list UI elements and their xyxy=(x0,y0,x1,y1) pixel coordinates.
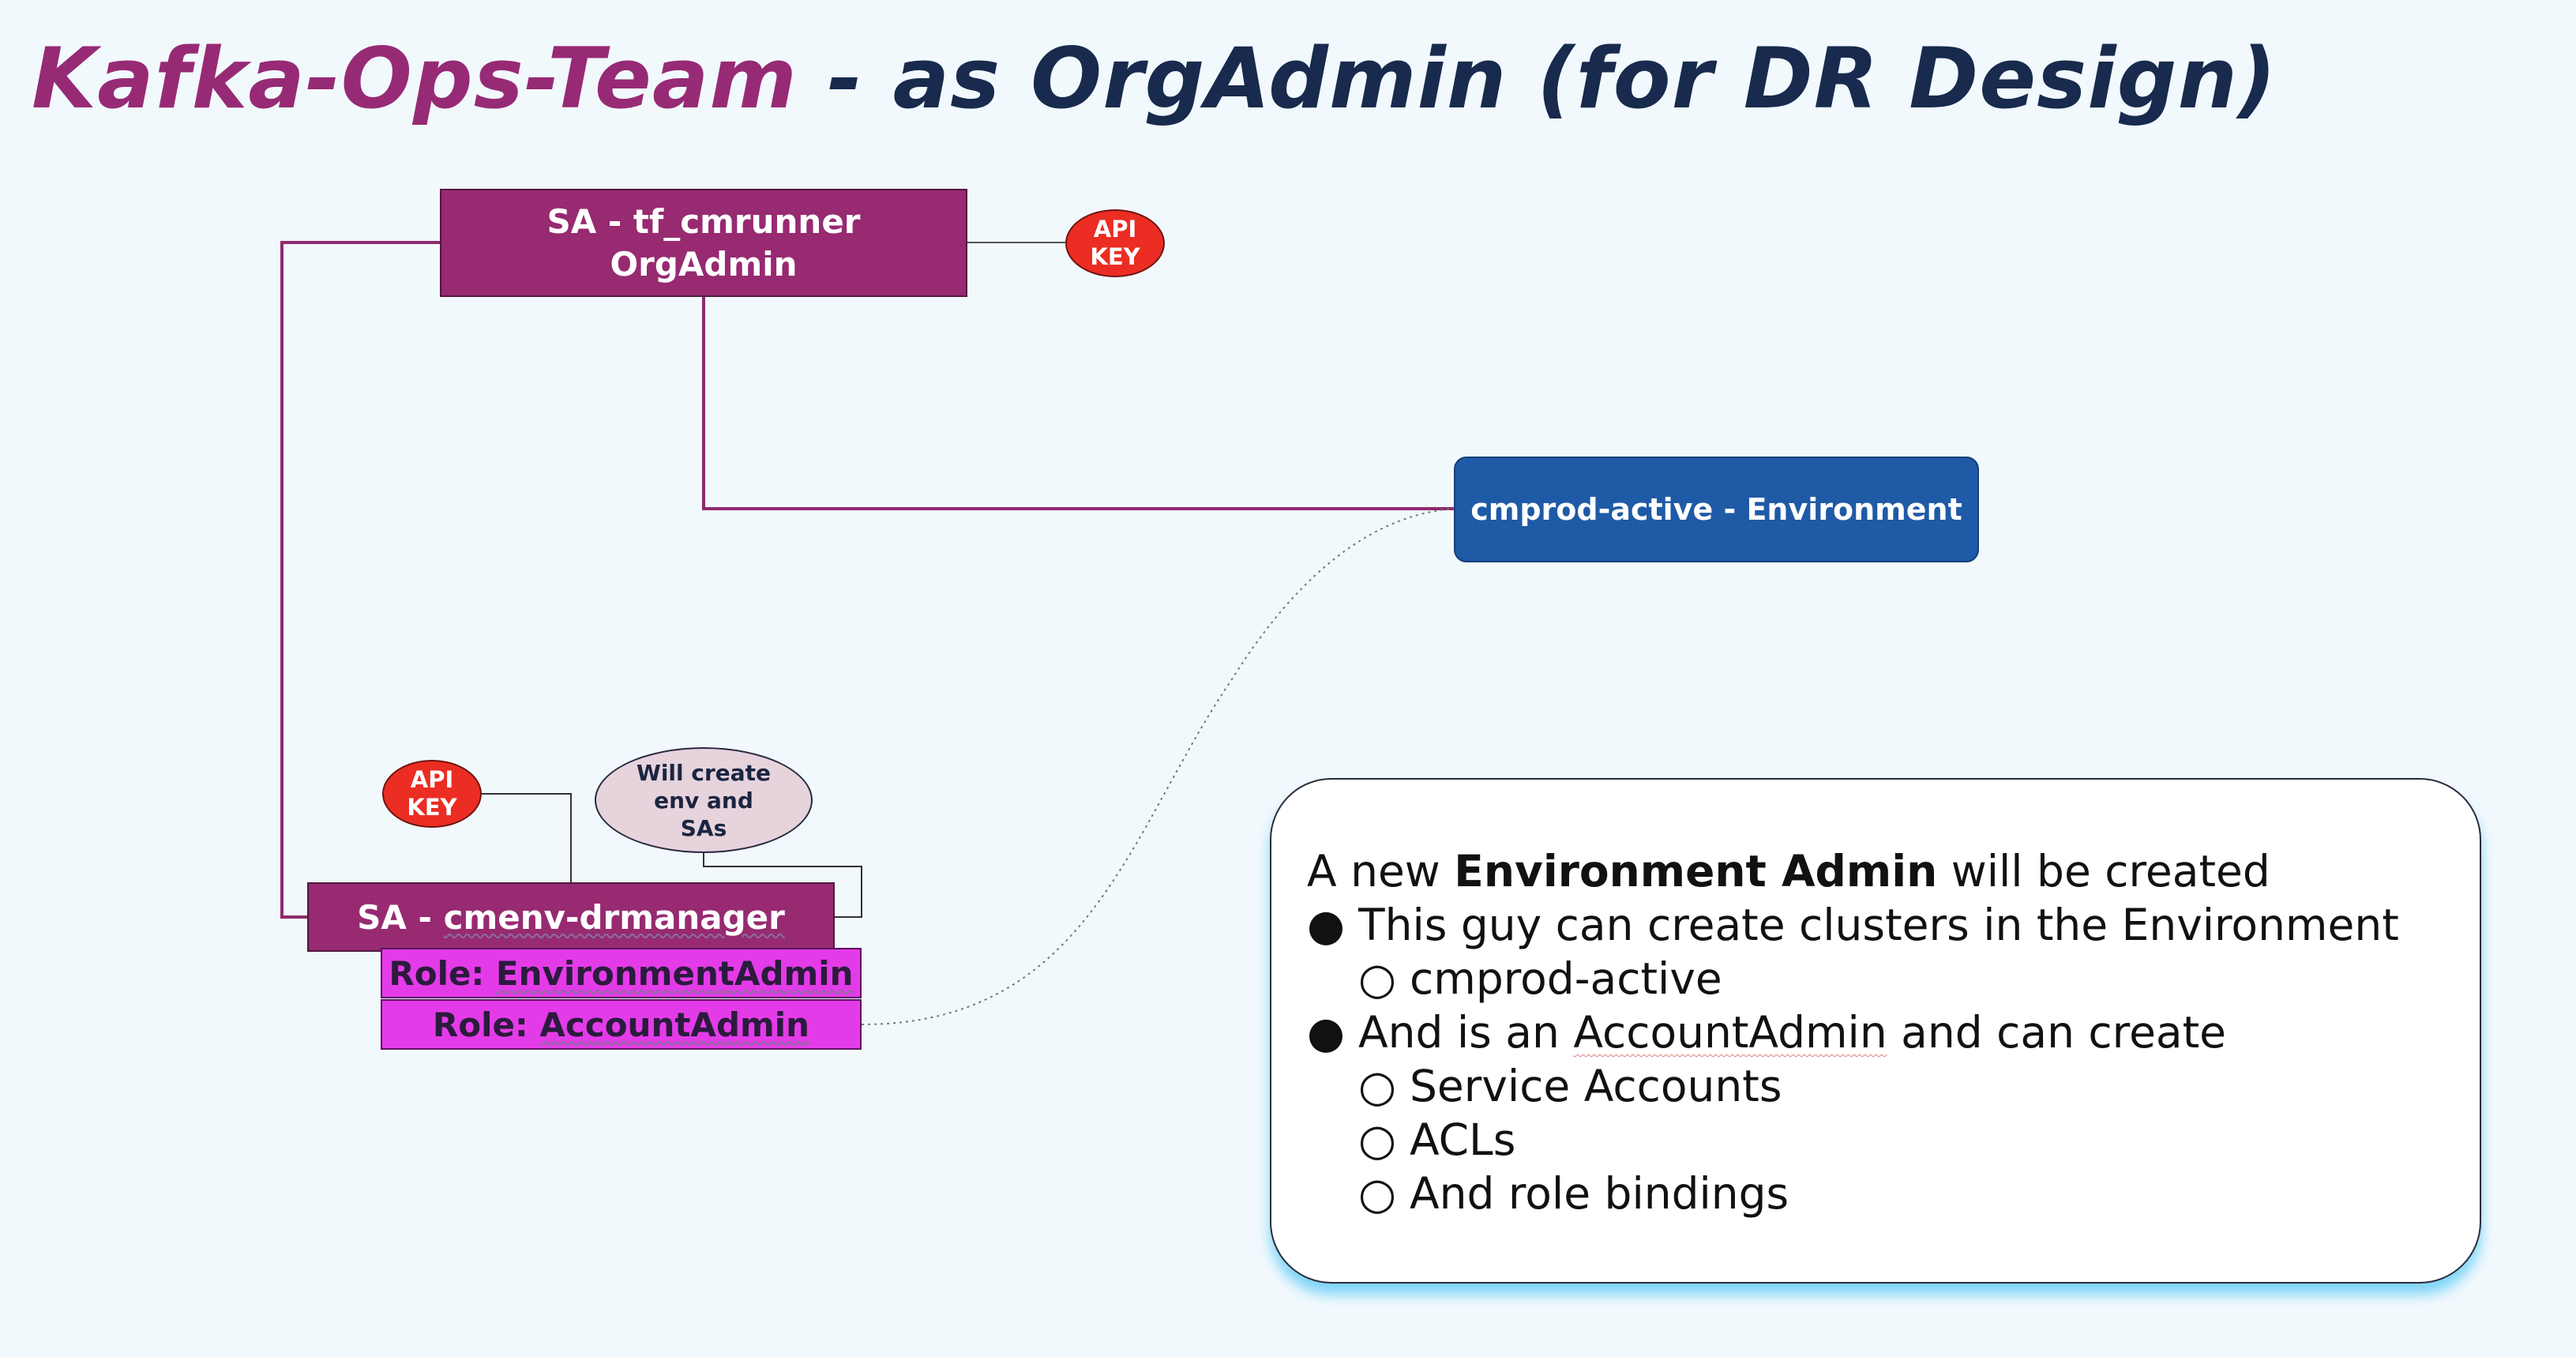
note-bullet-1-sub-1: ○ cmprod-active xyxy=(1307,952,2480,1006)
bubble-line3: SAs xyxy=(680,814,727,841)
connector-top-to-drmanager xyxy=(280,241,440,919)
role-account-prefix: Role: xyxy=(432,1005,528,1044)
note-bullet-2-sub-2: ○ ACLs xyxy=(1307,1113,2480,1167)
sa-bottom-label: SA - cmenv-drmanager xyxy=(357,898,785,937)
sa-bottom-name: cmenv-drmanager xyxy=(443,897,785,937)
will-create-bubble[interactable]: Will create env and SAs xyxy=(595,747,813,853)
title-team: Kafka-Ops-Team xyxy=(32,30,798,127)
note-bullet-2-post: and can create xyxy=(1887,1007,2227,1058)
connector-top-to-environment xyxy=(702,297,1454,510)
sa-top-role: OrgAdmin xyxy=(610,244,798,284)
role-environment-admin-box[interactable]: Role: EnvironmentAdmin xyxy=(381,948,862,998)
api-key-top-line2: KEY xyxy=(1090,243,1140,270)
environment-admin-note: A new Environment Admin will be created … xyxy=(1270,778,2481,1284)
page-title: Kafka-Ops-Team - as OrgAdmin (for DR Des… xyxy=(32,30,2277,127)
note-intro: A new Environment Admin will be created xyxy=(1307,844,2480,898)
note-bullet-1-sub-1-text: cmprod-active xyxy=(1410,953,1722,1004)
sub-bullet-marker-icon: ○ xyxy=(1358,1061,1396,1111)
note-bullet-1-text: This guy can create clusters in the Envi… xyxy=(1358,900,2399,950)
connector-bottom-api-key xyxy=(482,793,572,882)
note-bullet-2: ● And is an AccountAdmin and can create xyxy=(1307,1006,2480,1059)
role-env-name: EnvironmentAdmin xyxy=(495,953,854,993)
note-bullet-1: ● This guy can create clusters in the Env… xyxy=(1307,898,2480,952)
api-key-top-badge[interactable]: API KEY xyxy=(1065,209,1165,277)
sub-bullet-marker-icon: ○ xyxy=(1358,953,1396,1004)
note-intro-bold: Environment Admin xyxy=(1454,846,1938,897)
bullet-marker-icon: ● xyxy=(1307,1007,1345,1058)
note-intro-post: will be created xyxy=(1937,846,2270,897)
role-account-admin-box[interactable]: Role: AccountAdmin xyxy=(381,999,862,1050)
note-bullet-2-sub-3-text: And role bindings xyxy=(1410,1168,1789,1219)
bubble-line2: env and xyxy=(654,787,753,814)
role-account-name: AccountAdmin xyxy=(539,1005,810,1044)
api-key-bottom-line2: KEY xyxy=(407,794,457,821)
api-key-bottom-line1: API xyxy=(410,766,454,793)
api-key-bottom-badge[interactable]: API KEY xyxy=(382,760,482,828)
note-bullet-2-sub-1: ○ Service Accounts xyxy=(1307,1059,2480,1113)
sa-cmenv-drmanager-box[interactable]: SA - cmenv-drmanager xyxy=(307,882,835,952)
connector-bubble xyxy=(703,853,862,918)
environment-box[interactable]: cmprod-active - Environment xyxy=(1454,457,1979,562)
sa-tf-cmrunner-box[interactable]: SA - tf_cmrunner OrgAdmin xyxy=(440,189,967,297)
note-bullet-2-sub-3: ○ And role bindings xyxy=(1307,1167,2480,1220)
note-bullet-2-accountadmin: AccountAdmin xyxy=(1573,1007,1887,1058)
sub-bullet-marker-icon: ○ xyxy=(1358,1115,1396,1165)
note-bullet-2-pre: And is an xyxy=(1358,1007,1574,1058)
environment-label: cmprod-active - Environment xyxy=(1470,492,1962,527)
note-bullet-2-sub-2-text: ACLs xyxy=(1410,1115,1516,1165)
role-env-prefix: Role: xyxy=(389,953,485,993)
api-key-top-line1: API xyxy=(1093,216,1137,242)
title-role: - as OrgAdmin (for DR Design) xyxy=(797,30,2277,127)
bullet-marker-icon: ● xyxy=(1307,900,1345,950)
bubble-line1: Will create xyxy=(636,759,772,786)
note-intro-pre: A new xyxy=(1307,846,1455,897)
sa-top-name: SA - tf_cmrunner xyxy=(546,201,861,241)
note-bullet-2-sub-1-text: Service Accounts xyxy=(1410,1061,1782,1111)
sub-bullet-marker-icon: ○ xyxy=(1358,1168,1396,1219)
sa-bottom-prefix: SA - xyxy=(357,897,444,937)
